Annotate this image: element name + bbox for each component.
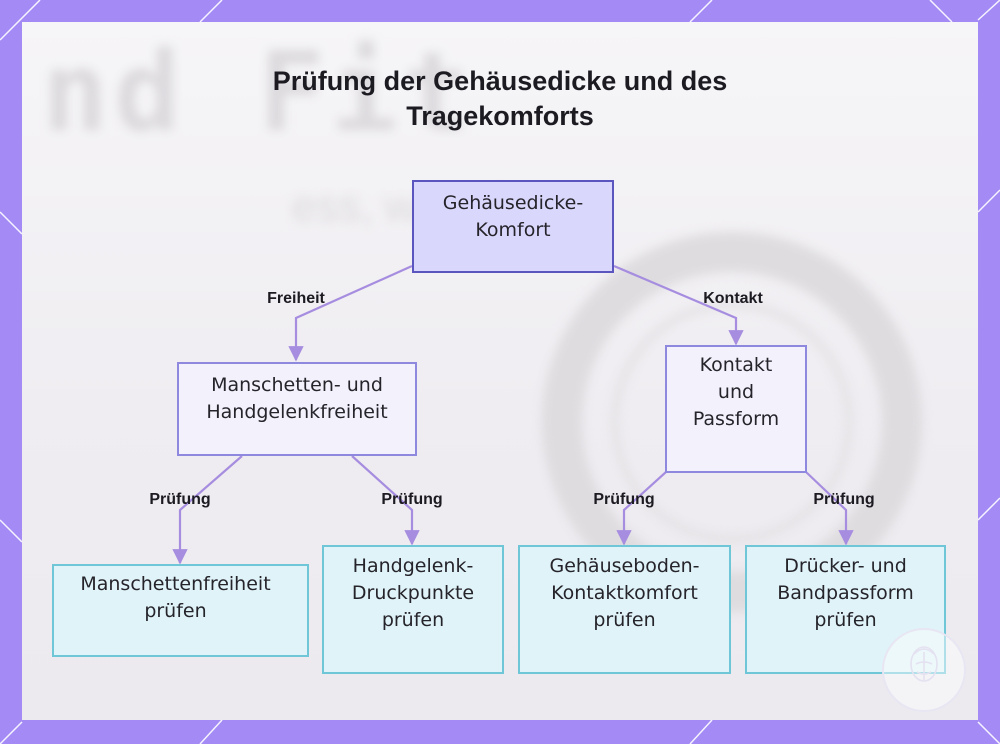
node-druecker-bandpassform-pruefen-label: Drücker- und Bandpassform prüfen	[777, 555, 914, 631]
edge-root-right	[613, 264, 744, 346]
edge-label-freiheit: Freiheit	[267, 290, 325, 307]
background-watch-dial	[612, 302, 852, 542]
edge-root-left	[288, 264, 413, 362]
node-kontakt-passform-label: Kontakt und Passform	[692, 354, 780, 430]
edge-label-pruefung-4: Prüfung	[813, 491, 875, 508]
node-gehaeuseboden-kontaktkomfort-pruefen: Gehäuseboden- Kontaktkomfort prüfen	[518, 545, 731, 674]
node-handgelenk-druckpunkte-pruefen: Handgelenk- Druckpunkte prüfen	[322, 545, 504, 674]
edge-label-pruefung-1: Prüfung	[149, 491, 211, 508]
node-gehaeusedicke-komfort: Gehäusedicke- Komfort	[412, 180, 614, 273]
node-gehaeuseboden-kontaktkomfort-pruefen-label: Gehäuseboden- Kontaktkomfort prüfen	[549, 555, 700, 631]
node-manschettenfreiheit-pruefen: Manschettenfreiheit prüfen	[52, 564, 309, 657]
node-druecker-bandpassform-pruefen: Drücker- und Bandpassform prüfen	[745, 545, 946, 674]
node-kontakt-passform: Kontakt und Passform	[665, 345, 807, 473]
edge-label-pruefung-2: Prüfung	[381, 491, 443, 508]
node-handgelenk-druckpunkte-pruefen-label: Handgelenk- Druckpunkte prüfen	[351, 555, 475, 631]
edge-left-leaf1	[172, 455, 243, 565]
node-manschettenfreiheit-pruefen-label: Manschettenfreiheit prüfen	[80, 573, 271, 622]
node-gehaeusedicke-komfort-label: Gehäusedicke- Komfort	[442, 192, 584, 241]
node-manschetten-handgelenkfreiheit: Manschetten- und Handgelenkfreiheit	[177, 362, 417, 456]
napkin-logo-icon	[882, 628, 966, 712]
diagram-title: Prüfung der Gehäusedicke und des Trageko…	[0, 64, 1000, 134]
edge-right-leaf3	[616, 471, 667, 546]
diagram-title-line-1: Prüfung der Gehäusedicke und des	[272, 66, 728, 96]
node-manschetten-handgelenkfreiheit-label: Manschetten- und Handgelenkfreiheit	[206, 374, 388, 423]
edge-label-pruefung-3: Prüfung	[593, 491, 655, 508]
edge-left-leaf2	[351, 455, 420, 546]
edge-label-kontakt: Kontakt	[703, 290, 763, 307]
diagram-title-line-2: Tragekomforts	[406, 101, 594, 131]
edge-right-leaf4	[805, 471, 854, 546]
background-photo-text: nd Fit	[42, 28, 476, 156]
